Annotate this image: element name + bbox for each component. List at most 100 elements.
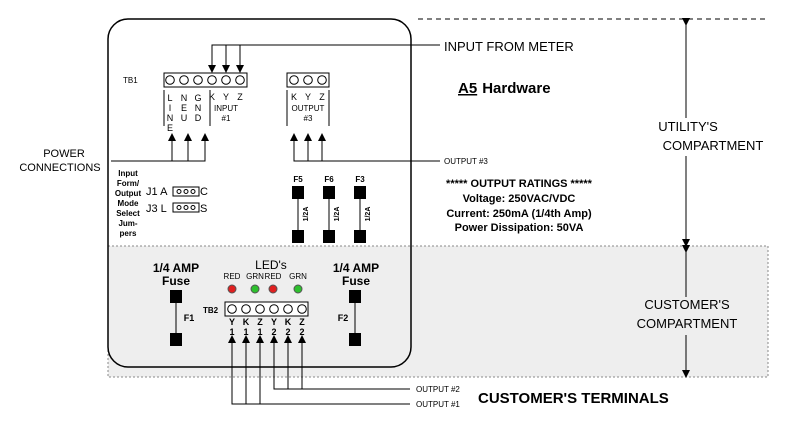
fuse-f3-top-cap bbox=[354, 186, 366, 199]
tb2-label: TB2 bbox=[203, 306, 219, 315]
led-label-2: GRN bbox=[246, 272, 264, 281]
tb1-neutral-letter: U bbox=[181, 113, 188, 123]
fuse-right-rating: 1/4 AMP bbox=[333, 261, 379, 275]
tb1-ground-letter: G bbox=[194, 93, 201, 103]
jumper-text-line: Output bbox=[115, 189, 142, 198]
tb2-letter-4: Y bbox=[271, 317, 277, 327]
tb1-input-number: #1 bbox=[222, 114, 231, 123]
utility-label-2: COMPARTMENT bbox=[663, 138, 764, 153]
ratings-header: ***** OUTPUT RATINGS ***** bbox=[446, 178, 593, 190]
led-label-3: RED bbox=[265, 272, 282, 281]
tb1-input-label: INPUT bbox=[214, 104, 238, 113]
fuse-f6-name: F6 bbox=[324, 175, 334, 184]
output3-label: OUTPUT bbox=[292, 104, 325, 113]
tb1-terminal-3 bbox=[193, 75, 203, 85]
output3-number: #3 bbox=[304, 114, 313, 123]
led-indicator-4 bbox=[293, 284, 303, 294]
tb1-terminal-block bbox=[163, 72, 248, 88]
fuse-f3-name: F3 bbox=[355, 175, 365, 184]
output3-terminal-3 bbox=[317, 75, 327, 85]
power-connection-line bbox=[111, 133, 209, 162]
output3-terminal-1 bbox=[289, 75, 299, 85]
fuse-f1-bottom-cap bbox=[170, 333, 182, 346]
fuse-f1-top-cap bbox=[170, 290, 182, 303]
tb2-letter-5: K bbox=[285, 317, 292, 327]
tb1-line-letter: N bbox=[167, 113, 174, 123]
output3-k: K bbox=[291, 92, 297, 102]
led-label-1: RED bbox=[224, 272, 241, 281]
output1-line bbox=[228, 335, 410, 405]
tb1-neutral-letter: E bbox=[181, 103, 187, 113]
tb2-letter-2: K bbox=[243, 317, 250, 327]
jumper-text-line: pers bbox=[120, 229, 137, 238]
jumper-text-line: Input bbox=[118, 169, 138, 178]
j1-jumper bbox=[172, 186, 200, 197]
input-from-meter-label: INPUT FROM METER bbox=[444, 39, 574, 54]
utility-label-1: UTILITY'S bbox=[658, 119, 718, 134]
tb1-terminal-6 bbox=[235, 75, 245, 85]
fuse-f1-name: F1 bbox=[184, 313, 195, 323]
tb1-k: K bbox=[209, 92, 215, 102]
jumper-text-line: Form/ bbox=[117, 179, 140, 188]
tb1-y: Y bbox=[223, 92, 229, 102]
tb1-terminal-4 bbox=[207, 75, 217, 85]
tb1-line-letter: L bbox=[167, 93, 172, 103]
fuse-f2-name: F2 bbox=[338, 313, 349, 323]
ratings-power: Power Dissipation: 50VA bbox=[455, 222, 584, 234]
output1-callout: OUTPUT #1 bbox=[416, 400, 460, 409]
leds-title: LED's bbox=[255, 258, 287, 272]
fuse-f6-rating: 1/2A bbox=[334, 207, 341, 222]
tb1-terminal-1 bbox=[165, 75, 175, 85]
jumper-text-line: Mode bbox=[118, 199, 139, 208]
output3-terminal-2 bbox=[303, 75, 313, 85]
j1-label: J1 A bbox=[146, 186, 168, 198]
tb1-terminal-5 bbox=[221, 75, 231, 85]
tb2-number-2: 1 bbox=[243, 327, 248, 337]
led-indicator-3 bbox=[268, 284, 278, 294]
fuse-f5-top-cap bbox=[292, 186, 304, 199]
tb2-letter-6: Z bbox=[299, 317, 305, 327]
fuse-f6-bottom-cap bbox=[323, 230, 335, 243]
tb2-number-4: 2 bbox=[271, 327, 276, 337]
ratings-voltage: Voltage: 250VAC/VDC bbox=[463, 193, 576, 205]
tb2-number-1: 1 bbox=[229, 327, 234, 337]
fuse-right-label: Fuse bbox=[342, 274, 370, 288]
tb2-number-5: 2 bbox=[285, 327, 290, 337]
fuse-f3-rating: 1/2A bbox=[365, 207, 372, 222]
tb1-terminal-2 bbox=[179, 75, 189, 85]
fuse-f5-name: F5 bbox=[293, 175, 303, 184]
tb1-terminals bbox=[165, 75, 245, 85]
tb2-number-6: 2 bbox=[299, 327, 304, 337]
tb2-terminal-4 bbox=[269, 304, 279, 314]
tb2-terminal-block bbox=[224, 301, 309, 317]
customers-terminals-label: CUSTOMER'S TERMINALS bbox=[478, 390, 669, 407]
customer-label-1: CUSTOMER'S bbox=[644, 297, 730, 312]
j1-right: C bbox=[200, 186, 208, 198]
fuse-f6-top-cap bbox=[323, 186, 335, 199]
fuse-f3-bottom-cap bbox=[354, 230, 366, 243]
power-label-1: POWER bbox=[43, 148, 85, 160]
tb2-letter-1: Y bbox=[229, 317, 235, 327]
ratings-current: Current: 250mA (1/4th Amp) bbox=[446, 208, 592, 220]
led-indicator-1 bbox=[227, 284, 237, 294]
fuse-left-label: Fuse bbox=[162, 274, 190, 288]
tb1-neutral-letter: N bbox=[181, 93, 188, 103]
tb2-terminal-5 bbox=[283, 304, 293, 314]
tb1-ground-letter: D bbox=[195, 113, 202, 123]
output3-callout: OUTPUT #3 bbox=[444, 157, 488, 166]
tb1-col-ground: GND bbox=[194, 93, 201, 123]
j3-right: S bbox=[200, 203, 207, 215]
fuse-left-rating: 1/4 AMP bbox=[153, 261, 199, 275]
tb1-ground-letter: N bbox=[195, 103, 202, 113]
jumper-text-line: Jum- bbox=[118, 219, 137, 228]
led-indicator-2 bbox=[250, 284, 260, 294]
fuse-f5-bottom-cap bbox=[292, 230, 304, 243]
power-label-2: CONNECTIONS bbox=[19, 162, 100, 174]
tb1-label: TB1 bbox=[123, 76, 138, 85]
